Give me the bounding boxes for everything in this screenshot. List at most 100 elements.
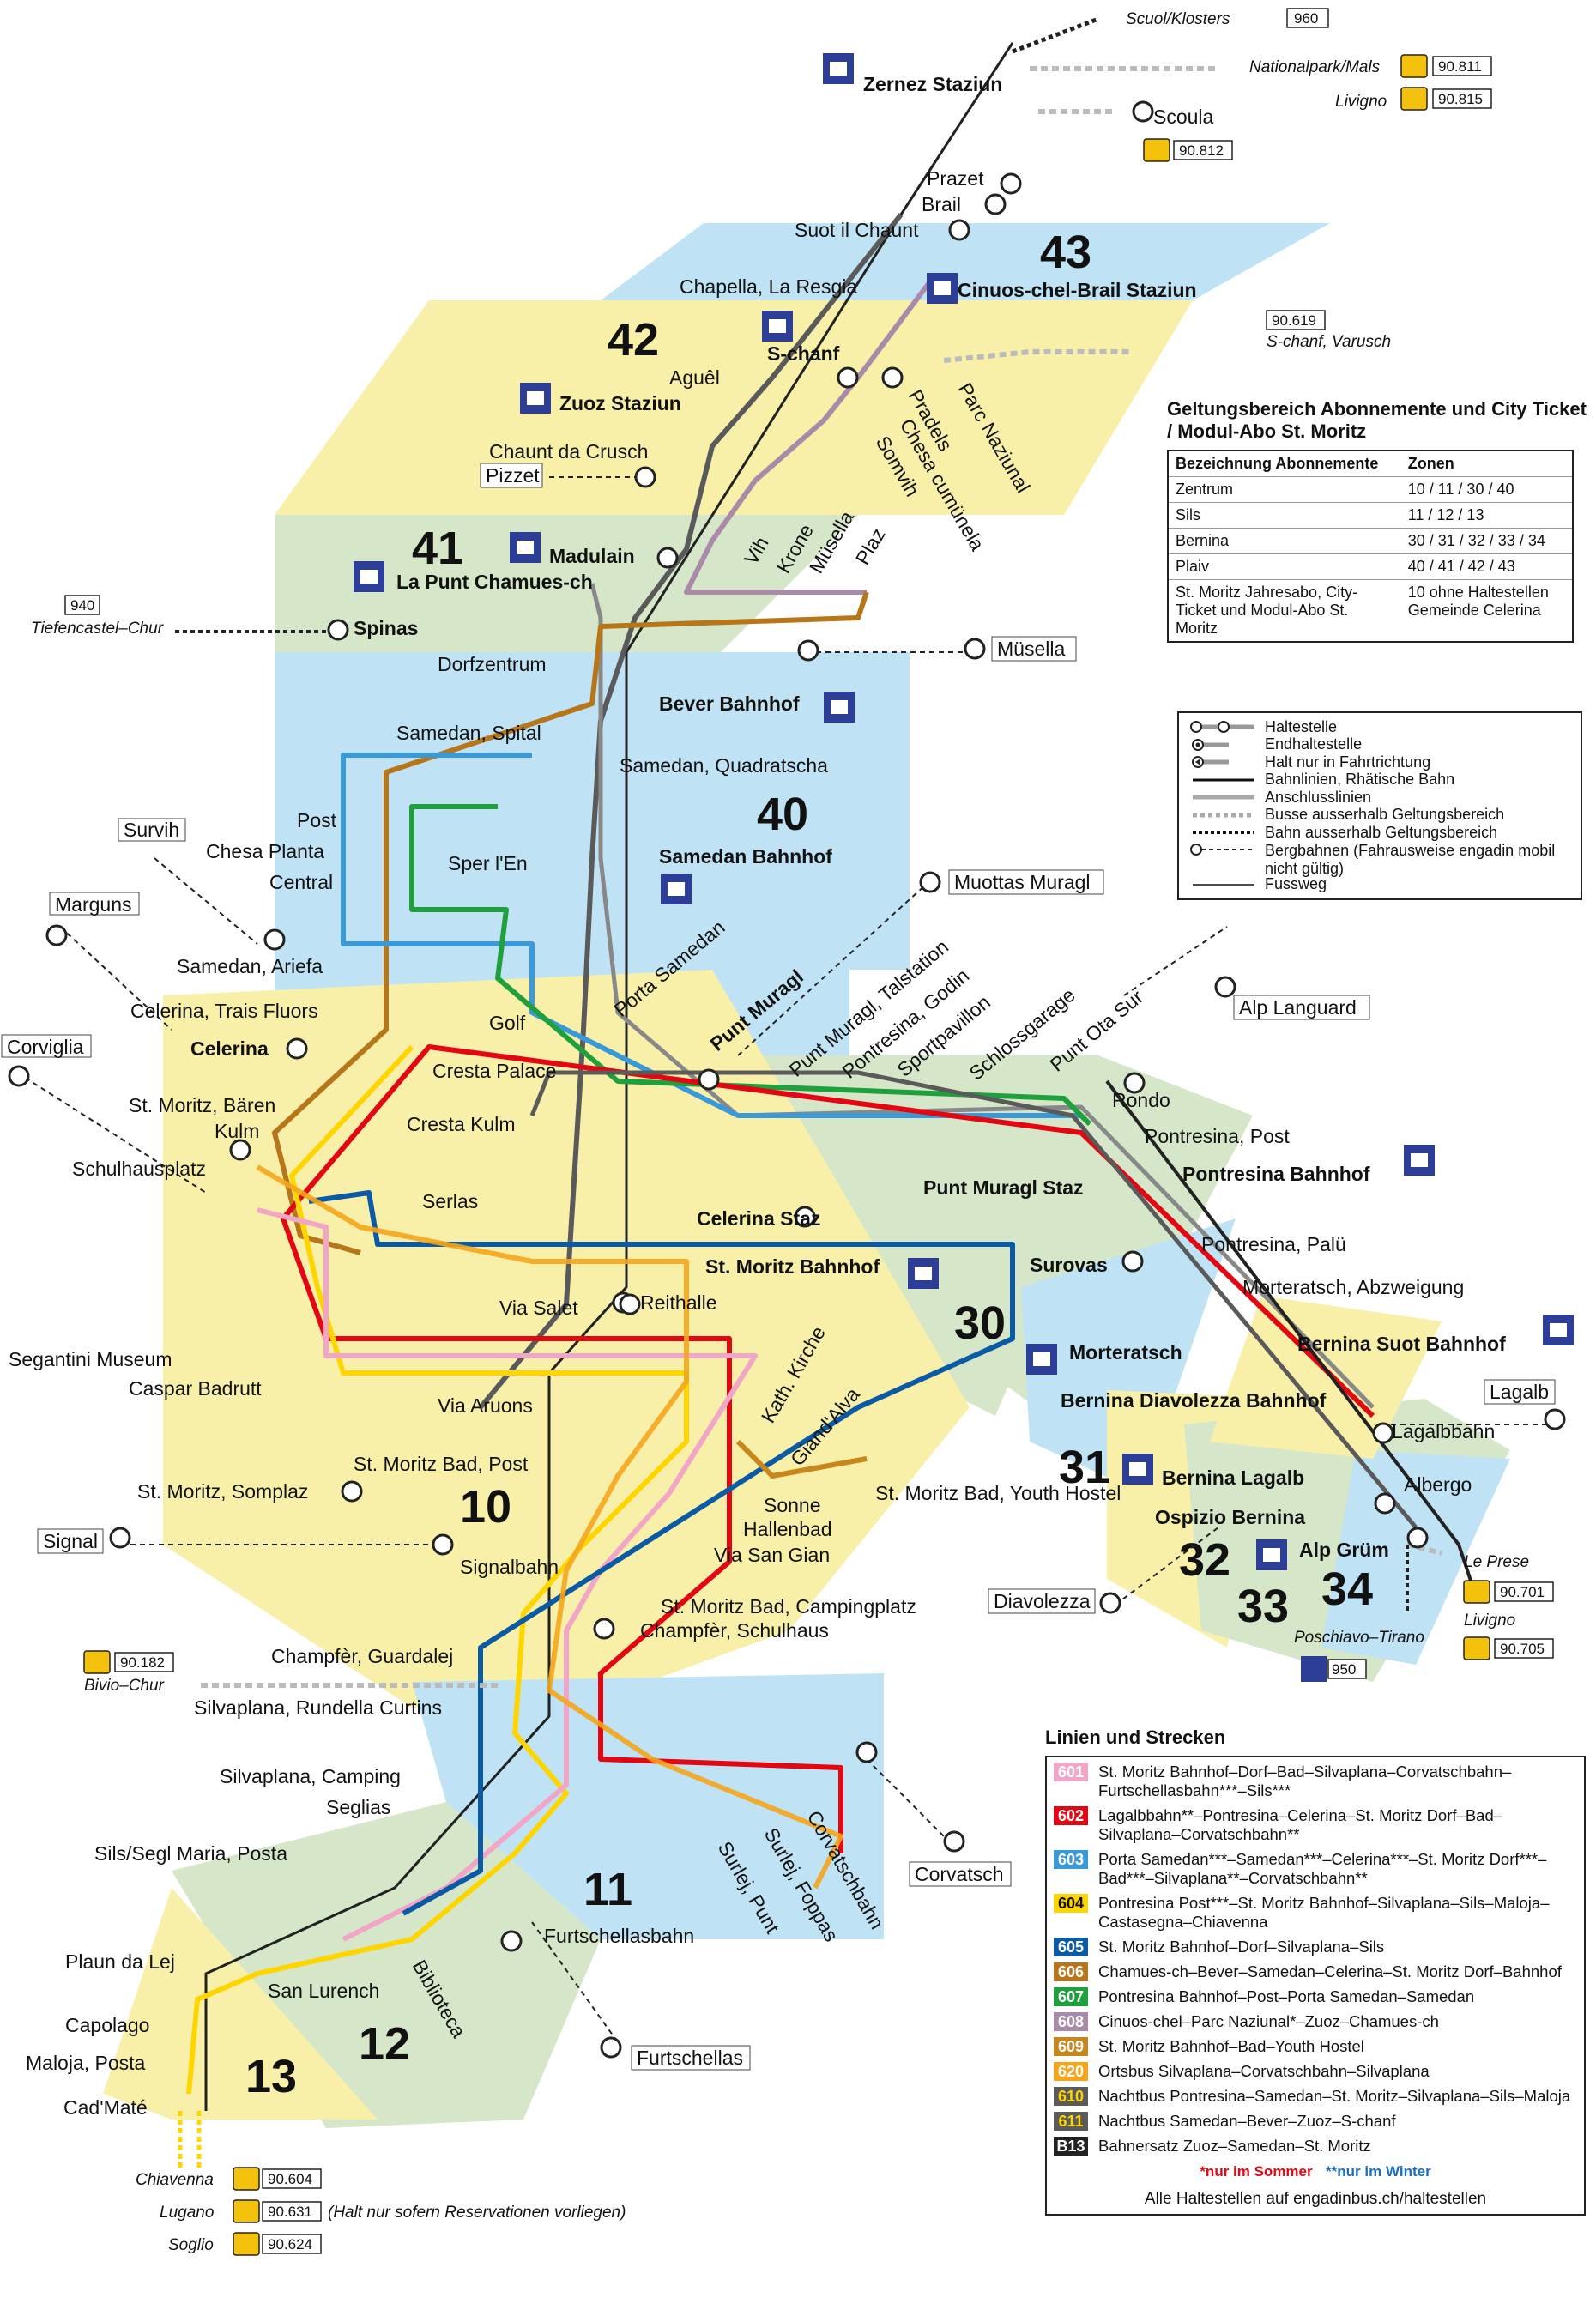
svg-text:St. Moritz, Bären: St. Moritz, Bären — [129, 1094, 275, 1116]
svg-text:Albergo: Albergo — [1404, 1473, 1472, 1496]
svg-text:Chiavenna: Chiavenna — [136, 2171, 214, 2189]
label-zuoz: Zuoz Staziun — [559, 392, 681, 414]
label-stmoritz-bahnhof: St. Moritz Bahnhof — [705, 1255, 880, 1278]
legend-item: Busse ausserhalb Geltungsbereich — [1193, 806, 1505, 824]
lines-legend-title: Linien und Strecken — [1045, 1726, 1226, 1748]
svg-text:Bivio–Chur: Bivio–Chur — [84, 1677, 165, 1695]
zones-panel-title: Geltungsbereich Abonnemente und City Tic… — [1167, 398, 1587, 442]
svg-text:St. Moritz Bad, Post: St. Moritz Bad, Post — [354, 1453, 529, 1475]
svg-text:Lagalb: Lagalb — [1490, 1381, 1549, 1403]
svg-text:Kulm: Kulm — [215, 1120, 259, 1142]
svg-text:Chapella, La Resgia: Chapella, La Resgia — [680, 275, 857, 298]
zone-41: 41 — [412, 523, 463, 574]
svg-text:Segantini Museum: Segantini Museum — [9, 1348, 172, 1370]
svg-text:Chaunt da Crusch: Chaunt da Crusch — [489, 440, 648, 463]
label-bever: Bever Bahnhof — [659, 692, 800, 715]
svg-text:Sils/Segl Maria, Posta: Sils/Segl Maria, Posta — [94, 1842, 287, 1865]
zone-43: 43 — [1040, 227, 1091, 278]
svg-text:Cad'Maté: Cad'Maté — [63, 2096, 148, 2119]
svg-text:Hallenbad: Hallenbad — [743, 1518, 832, 1540]
outside-connections — [172, 16, 1442, 2171]
svg-text:Furtschellas: Furtschellas — [637, 2047, 743, 2069]
label-cinuos: Cinuos-chel-Brail Staziun — [958, 279, 1197, 301]
svg-text:Silvaplana, Camping: Silvaplana, Camping — [220, 1765, 401, 1787]
label-alpgruem: Alp Grüm — [1299, 1539, 1389, 1561]
svg-text:Müsella: Müsella — [997, 638, 1065, 660]
svg-text:Reithalle: Reithalle — [640, 1291, 717, 1314]
label-celerina: Celerina — [190, 1037, 269, 1060]
svg-text:Plaz: Plaz — [851, 524, 890, 569]
zones-panel: Geltungsbereich Abonnemente und City Tic… — [1167, 398, 1587, 643]
label-ospizio: Ospizio Bernina — [1155, 1506, 1305, 1528]
zone-31: 31 — [1059, 1442, 1110, 1493]
svg-text:Schulhausplatz: Schulhausplatz — [72, 1158, 206, 1180]
svg-text:Poschiavo–Tirano: Poschiavo–Tirano — [1294, 1629, 1424, 1647]
svg-text:Scoula: Scoula — [1153, 106, 1214, 128]
svg-text:Marguns: Marguns — [55, 893, 131, 916]
svg-text:90.631: 90.631 — [268, 2204, 312, 2220]
table-row: St. Moritz Jahresabo, City-Ticket und Mo… — [1168, 579, 1573, 642]
svg-text:Seglias: Seglias — [326, 1796, 390, 1818]
svg-text:Tiefencastel–Chur: Tiefencastel–Chur — [31, 620, 164, 638]
svg-text:940: 940 — [70, 597, 94, 614]
svg-text:Morteratsch, Abzweigung: Morteratsch, Abzweigung — [1242, 1276, 1464, 1298]
legend-item: Bahnlinien, Rhätische Bahn — [1193, 771, 1455, 789]
svg-text:Champfèr, Schulhaus: Champfèr, Schulhaus — [640, 1619, 829, 1642]
svg-text:90.182: 90.182 — [120, 1654, 165, 1671]
label-bernina-suot: Bernina Suot Bahnhof — [1297, 1333, 1506, 1355]
legend-item: Anschlusslinien — [1193, 788, 1372, 806]
svg-text:St. Moritz Bad, Campingplatz: St. Moritz Bad, Campingplatz — [661, 1595, 916, 1618]
label-zernez: Zernez Staziun — [863, 73, 1002, 95]
label-lapunt: La Punt Chamues-ch — [396, 571, 593, 593]
svg-text:Alp Languard: Alp Languard — [1239, 996, 1357, 1019]
svg-text:Aguêl: Aguêl — [669, 366, 720, 389]
svg-text:Via Salet: Via Salet — [499, 1297, 578, 1319]
svg-text:Via Aruons: Via Aruons — [438, 1394, 533, 1417]
stops — [8, 100, 1566, 2059]
zone-32: 32 — [1179, 1534, 1230, 1586]
svg-text:Samedan, Ariefa: Samedan, Ariefa — [177, 955, 323, 977]
zone-numbers: 43 42 41 40 30 31 32 33 34 10 11 12 13 — [245, 227, 1373, 2102]
svg-text:Signalbahn: Signalbahn — [460, 1556, 559, 1578]
svg-text:Caspar Badrutt: Caspar Badrutt — [129, 1377, 262, 1400]
zone-30: 30 — [954, 1297, 1006, 1349]
zone-11: 11 — [583, 1864, 632, 1915]
zone-12: 12 — [359, 2018, 410, 2070]
svg-text:Furtschellasbahn: Furtschellasbahn — [544, 1925, 694, 1947]
label-pontresina-bahnhof: Pontresina Bahnhof — [1182, 1163, 1370, 1185]
season-notes: *nur im Sommer **nur im Winter — [1054, 2162, 1577, 2181]
legend-item: Fussweg — [1193, 875, 1327, 893]
svg-text:90.624: 90.624 — [268, 2236, 312, 2253]
svg-text:Pizzet: Pizzet — [486, 464, 540, 487]
svg-text:Diavolezza: Diavolezza — [994, 1590, 1091, 1612]
label-bernina-lagalb: Bernina Lagalb — [1162, 1466, 1304, 1489]
svg-text:Suot il Chaunt: Suot il Chaunt — [795, 219, 919, 241]
timetable-boxes — [64, 8, 1554, 2254]
svg-text:90.619: 90.619 — [1272, 312, 1316, 329]
svg-text:Serlas: Serlas — [422, 1190, 478, 1212]
svg-text:Plaun da Lej: Plaun da Lej — [65, 1950, 175, 1973]
svg-text:Scuol/Klosters: Scuol/Klosters — [1126, 10, 1230, 28]
svg-text:Brail: Brail — [922, 193, 961, 215]
svg-text:St. Moritz, Somplaz: St. Moritz, Somplaz — [137, 1480, 308, 1503]
svg-text:960: 960 — [1294, 10, 1318, 27]
svg-text:Corvatsch: Corvatsch — [915, 1863, 1004, 1885]
route-lines — [186, 42, 1478, 2111]
svg-text:Maloja, Posta: Maloja, Posta — [26, 2052, 146, 2074]
svg-text:Champfèr, Guardalej: Champfèr, Guardalej — [271, 1645, 453, 1667]
zone-40: 40 — [757, 789, 808, 840]
svg-text:90.812: 90.812 — [1179, 142, 1224, 159]
footer-link[interactable]: Alle Haltestellen auf engadinbus.ch/halt… — [1144, 2190, 1487, 2208]
svg-text:Signal: Signal — [43, 1530, 98, 1552]
svg-text:Via San Gian: Via San Gian — [714, 1544, 830, 1566]
svg-text:Lagalbbahn: Lagalbbahn — [1392, 1420, 1495, 1442]
